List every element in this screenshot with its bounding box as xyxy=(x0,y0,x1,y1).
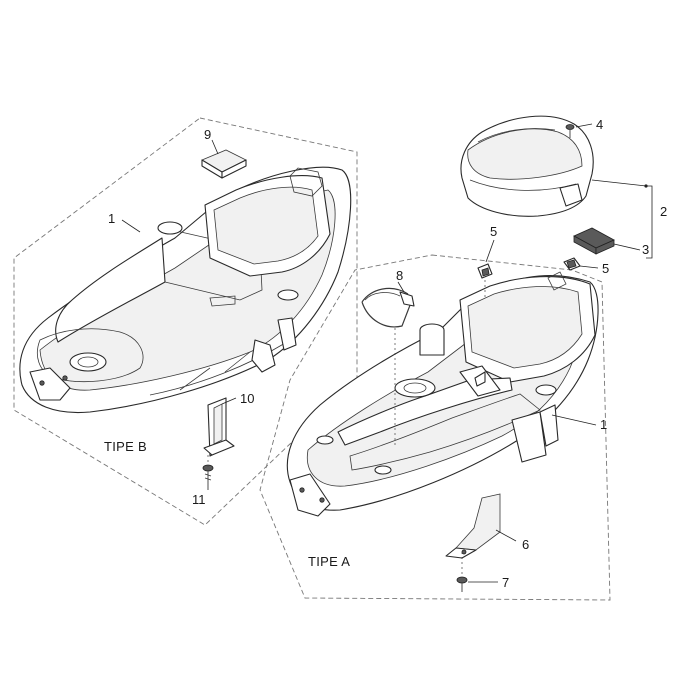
callout-lid-assembly: 2 xyxy=(660,204,667,219)
leader-assembly-top xyxy=(591,179,647,187)
bracket-type-a xyxy=(445,493,501,559)
lid-cover xyxy=(460,115,594,217)
callout-b-screw: 11 xyxy=(192,492,206,507)
callout-b-body: 1 xyxy=(108,211,115,226)
group-tipe-b: 1 9 10 11 TIPE B xyxy=(13,117,358,526)
group-label-a: TIPE A xyxy=(308,554,350,569)
strap xyxy=(361,287,415,328)
leader-a-clip-1 xyxy=(485,239,495,263)
leader-b-bracket xyxy=(221,397,237,405)
clip-lower xyxy=(563,257,581,271)
callout-a-strap: 8 xyxy=(396,268,403,283)
leader-a-bracket xyxy=(495,529,517,542)
screw-type-b xyxy=(202,464,214,484)
callout-a-body: 1 xyxy=(600,417,607,432)
group-label-b: TIPE B xyxy=(104,439,147,454)
leader-b-body xyxy=(121,219,141,233)
leader-a-clip-2 xyxy=(579,265,599,269)
callout-b-pad: 9 xyxy=(204,127,211,142)
callout-a-screw: 7 xyxy=(502,575,509,590)
callout-pad: 3 xyxy=(642,242,649,257)
group-b-boundary xyxy=(13,117,358,526)
leader-dot xyxy=(644,184,648,188)
rubber-pad xyxy=(573,227,615,255)
rubber-pad-type-b xyxy=(201,149,247,179)
callout-lid-screw: 4 xyxy=(596,117,603,132)
callout-a-clip-1: 5 xyxy=(490,224,497,239)
group-a-boundary xyxy=(259,254,611,601)
seat-compartment-type-b xyxy=(19,166,352,414)
clip-upper xyxy=(477,263,493,279)
leader-a-strap xyxy=(397,281,405,293)
assembly-bracket xyxy=(646,185,653,259)
callout-a-clip-2: 5 xyxy=(602,261,609,276)
leader-pad xyxy=(613,243,641,251)
group-tipe-a: 1 5 8 6 7 TIPE A xyxy=(259,224,611,601)
leader-lid-screw xyxy=(575,123,593,128)
lid-assembly: 4 2 3 5 xyxy=(460,115,667,276)
leader-a-body xyxy=(551,414,597,426)
screw-type-a xyxy=(456,576,468,592)
callout-a-bracket: 6 xyxy=(522,537,529,552)
seat-compartment-type-a xyxy=(286,271,599,517)
lid-screw xyxy=(565,124,575,138)
leader-b-pad xyxy=(211,139,219,155)
bracket-type-b xyxy=(203,397,235,457)
callout-b-bracket: 10 xyxy=(240,391,254,406)
